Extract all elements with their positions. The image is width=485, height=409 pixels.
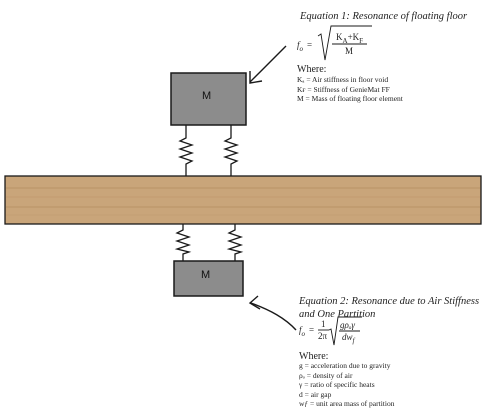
definition-line: g = acceleration due to gravity — [299, 361, 391, 370]
upper-mass-block — [170, 72, 247, 126]
definition-line: wƒ = unit area mass of partition — [299, 399, 395, 408]
equation1-equals: = — [307, 40, 313, 50]
arrow-to-lower-mass — [248, 295, 297, 331]
upper-spring-right — [222, 125, 240, 176]
lower-spring-right — [226, 224, 244, 261]
equation2-lhs: fo — [299, 325, 306, 338]
definition-line: Kₐ = Air stiffness in floor void — [297, 75, 389, 84]
equation1-numerator: KA+KF — [336, 32, 364, 45]
equation2-coef-den: 2π — [318, 331, 328, 341]
lower-mass-block — [173, 260, 244, 297]
equation2-rad-den: dwf — [342, 332, 355, 345]
upper-mass-label: M — [202, 90, 212, 102]
arrow-to-upper-mass — [249, 45, 287, 84]
equation2-equals: = — [309, 325, 315, 335]
definition-line: γ = ratio of specific heats — [299, 380, 375, 389]
definition-line: d = air gap — [299, 389, 332, 399]
equation1-definitions: Kₐ = Air stiffness in floor void Kғ = St… — [297, 75, 403, 104]
definition-line: M = Mass of floating floor element — [297, 94, 403, 103]
equation2-title: Equation 2: Resonance due to Air Stiffne… — [299, 296, 480, 320]
equation1-radical — [317, 25, 372, 61]
definition-line: Kғ = Stiffness of GenieMat FF — [297, 84, 390, 94]
equation1-denominator: M — [345, 46, 354, 56]
equation1-lhs: fo — [297, 40, 304, 53]
lower-mass-label: M — [201, 269, 211, 281]
lower-spring-left — [174, 224, 192, 261]
equation2-radical — [318, 316, 362, 346]
equation2-coef-num: 1 — [321, 319, 326, 329]
equation1-where-label: Where: — [297, 64, 327, 75]
definition-line: ρₒ = density of air — [299, 370, 353, 380]
equation2-where-label: Where: — [299, 351, 329, 362]
upper-spring-left — [177, 125, 195, 176]
equation1-title: Equation 1: Resonance of floating floor — [300, 11, 468, 22]
partition-slab — [4, 175, 482, 225]
equation2-rad-num: gρₒγ — [340, 320, 355, 330]
equation2-definitions: g = acceleration due to gravity ρₒ = den… — [299, 361, 394, 409]
